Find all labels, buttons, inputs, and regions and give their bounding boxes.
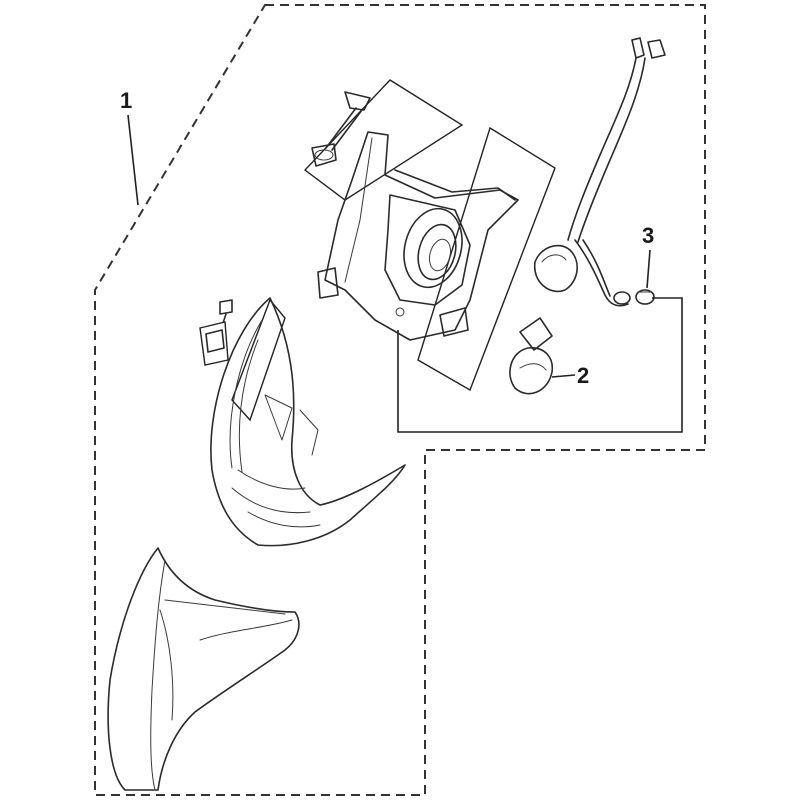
headlight-lens[interactable] (210, 297, 406, 547)
assembly-boundary (94, 4, 706, 796)
bulb-socket[interactable] (534, 244, 578, 293)
position-bulb[interactable] (613, 289, 655, 305)
headlight-housing[interactable] (317, 126, 556, 392)
callout-2[interactable]: 2 (577, 363, 589, 388)
callout-3-leader (646, 249, 651, 289)
front-cowl[interactable] (107, 547, 300, 791)
connection-bracket (397, 297, 683, 433)
lens-clip[interactable] (199, 299, 233, 366)
callout-3[interactable]: 3 (642, 223, 654, 248)
wiring-harness[interactable] (567, 37, 666, 307)
callout-1[interactable]: 1 (120, 88, 132, 113)
callout-1-leader (127, 114, 139, 206)
callout-2-leader (551, 374, 576, 378)
headlight-bulb[interactable] (509, 317, 554, 395)
mounting-bolt[interactable] (303, 79, 464, 201)
